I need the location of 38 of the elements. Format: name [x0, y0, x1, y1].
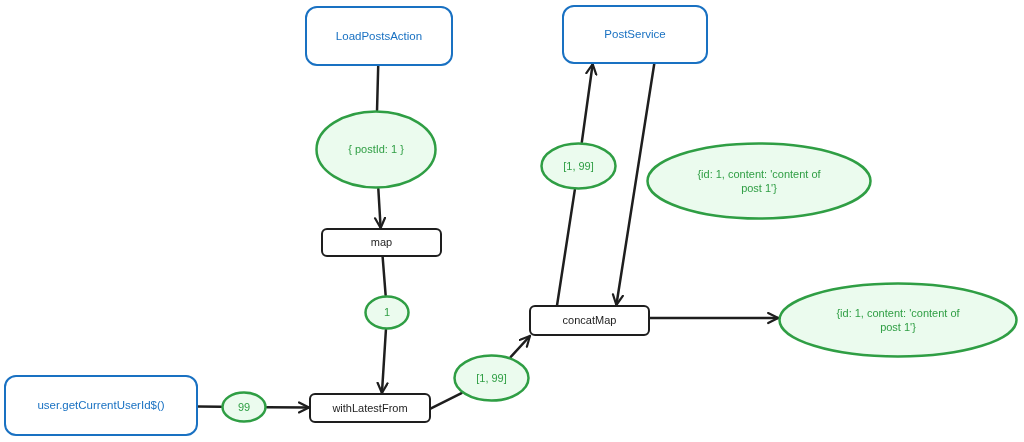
operator-box — [529, 305, 650, 336]
arrow — [265, 401, 311, 414]
connector-line — [555, 188, 577, 307]
operator-label: concatMap — [562, 313, 617, 328]
connector-line — [381, 255, 387, 297]
source-label: PostService — [604, 27, 666, 42]
connector-line — [196, 405, 223, 408]
operator-label: withLatestFrom — [332, 400, 408, 416]
value-ellipse — [540, 142, 617, 190]
value-label: [1, 99] — [563, 158, 594, 174]
value-label: 1 — [383, 305, 391, 320]
value-ellipse — [646, 142, 872, 220]
arrow — [376, 328, 389, 395]
connector-line — [375, 64, 380, 112]
arrow — [611, 62, 656, 307]
value-label: {id: 1, content: 'content of post 1'} — [696, 166, 822, 196]
value-label: [1, 99] — [476, 370, 507, 386]
source-box — [305, 6, 453, 66]
value-ellipse — [778, 282, 1018, 358]
operator-label: map — [370, 235, 393, 250]
value-ellipse — [453, 354, 530, 402]
operator-box — [309, 393, 431, 423]
source-label: user.getCurrentUserId$() — [37, 398, 165, 413]
arrow — [580, 62, 598, 144]
value-label: { postId: 1 } — [348, 142, 404, 157]
connector-line — [429, 391, 463, 410]
value-ellipse — [221, 391, 267, 423]
value-label: {id: 1, content: 'content of post 1'} — [835, 305, 961, 335]
source-box — [562, 5, 708, 64]
operator-box — [321, 228, 442, 257]
arrow — [648, 311, 780, 325]
value-ellipse — [315, 110, 437, 189]
value-label: 99 — [237, 399, 251, 415]
value-ellipse — [364, 295, 410, 330]
arrow — [509, 334, 532, 359]
source-label: LoadPostsAction — [335, 28, 423, 44]
arrow — [373, 187, 387, 230]
source-box — [4, 375, 198, 436]
